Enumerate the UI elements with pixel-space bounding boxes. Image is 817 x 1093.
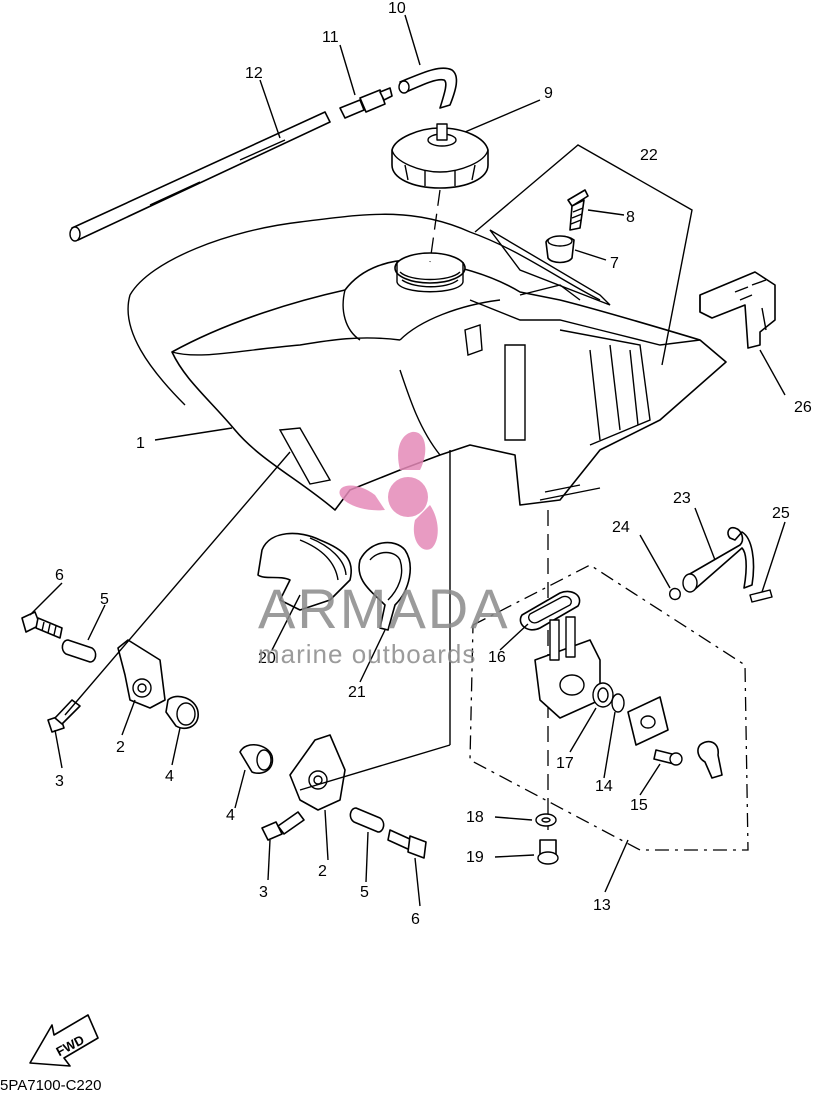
callout-24: 24 <box>612 519 630 536</box>
callout-labels: 1 2 2 3 3 4 4 5 5 6 6 7 8 9 10 11 12 13 … <box>55 0 812 928</box>
callout-8: 8 <box>626 209 635 226</box>
callout-13: 13 <box>593 897 611 914</box>
center-bolt-6 <box>387 829 427 859</box>
callout-2-center: 2 <box>318 863 327 880</box>
callout-16: 16 <box>488 649 506 666</box>
callout-26: 26 <box>794 399 812 416</box>
leader-lines <box>29 14 786 907</box>
screw-19 <box>537 839 559 865</box>
check-valve <box>339 87 393 119</box>
callout-3-center: 3 <box>259 884 268 901</box>
insulator-pad <box>257 532 352 611</box>
callout-5-center: 5 <box>360 884 369 901</box>
center-bracket-line <box>299 744 451 791</box>
callout-25: 25 <box>772 505 790 522</box>
left-bolt-6 <box>21 611 63 639</box>
callout-6-left: 6 <box>55 567 64 584</box>
callout-14: 14 <box>595 778 613 795</box>
fuel-cock-group-outline <box>469 564 749 851</box>
propeller-logo-icon <box>339 431 438 550</box>
fuel-cap <box>391 123 489 189</box>
o-ring-14 <box>611 693 625 713</box>
callout-2-left: 2 <box>116 739 125 756</box>
callout-18: 18 <box>466 809 484 826</box>
callout-15: 15 <box>630 797 648 814</box>
hose-clip-24 <box>669 587 681 601</box>
hose-clip-25 <box>749 589 773 603</box>
seat-outline <box>127 213 601 406</box>
fuel-cock-body <box>534 616 601 719</box>
callout-1: 1 <box>136 435 145 452</box>
center-mount-bracket <box>289 734 346 811</box>
left-mount-bracket <box>117 639 166 709</box>
screw-15 <box>653 749 683 766</box>
breather-hose <box>398 67 458 109</box>
fuel-tank <box>171 229 727 511</box>
center-bolt-3 <box>261 811 305 841</box>
callout-21: 21 <box>348 684 366 701</box>
callout-11: 11 <box>322 29 339 46</box>
center-damper-4 <box>239 744 274 774</box>
callout-5-left: 5 <box>100 591 109 608</box>
fuel-band <box>358 541 411 631</box>
callout-10: 10 <box>388 0 406 17</box>
part-22-group-line <box>474 144 693 366</box>
left-damper-4 <box>165 695 199 730</box>
callout-4-left: 4 <box>165 768 174 785</box>
tank-bracket <box>699 271 776 349</box>
fwd-arrow: FWD <box>29 1014 99 1067</box>
left-collar-5 <box>61 639 97 663</box>
tank-bolt <box>567 189 589 231</box>
callout-19: 19 <box>466 849 484 866</box>
fuel-hose <box>682 526 755 593</box>
callout-17: 17 <box>556 755 574 772</box>
fuel-cock-lever <box>697 740 723 779</box>
fuel-cock-plate <box>627 696 669 746</box>
callout-3-left: 3 <box>55 773 64 790</box>
fuel-cock-gasket-16 <box>519 590 581 631</box>
cap-alignment-line <box>429 189 441 263</box>
vent-hose <box>69 111 331 242</box>
callout-20: 20 <box>258 650 276 667</box>
callout-4-center: 4 <box>226 807 235 824</box>
center-collar-5 <box>349 807 385 833</box>
diagram-code: 5PA7100-C220 <box>0 1077 101 1093</box>
watermark-logo: ARMADA marine outboards <box>258 431 510 669</box>
watermark-brand: ARMADA <box>258 577 510 640</box>
left-bracket-line <box>64 451 291 716</box>
callout-7: 7 <box>610 255 619 272</box>
o-ring-17 <box>592 682 614 708</box>
callout-9: 9 <box>544 85 553 102</box>
watermark-tagline: marine outboards <box>258 639 476 669</box>
callout-12: 12 <box>245 65 263 82</box>
left-bolt-3 <box>47 699 81 733</box>
washer-18 <box>535 813 557 827</box>
callout-6-center: 6 <box>411 911 420 928</box>
callout-23: 23 <box>673 490 691 507</box>
tank-damper <box>545 235 575 264</box>
callout-22: 22 <box>640 147 658 164</box>
